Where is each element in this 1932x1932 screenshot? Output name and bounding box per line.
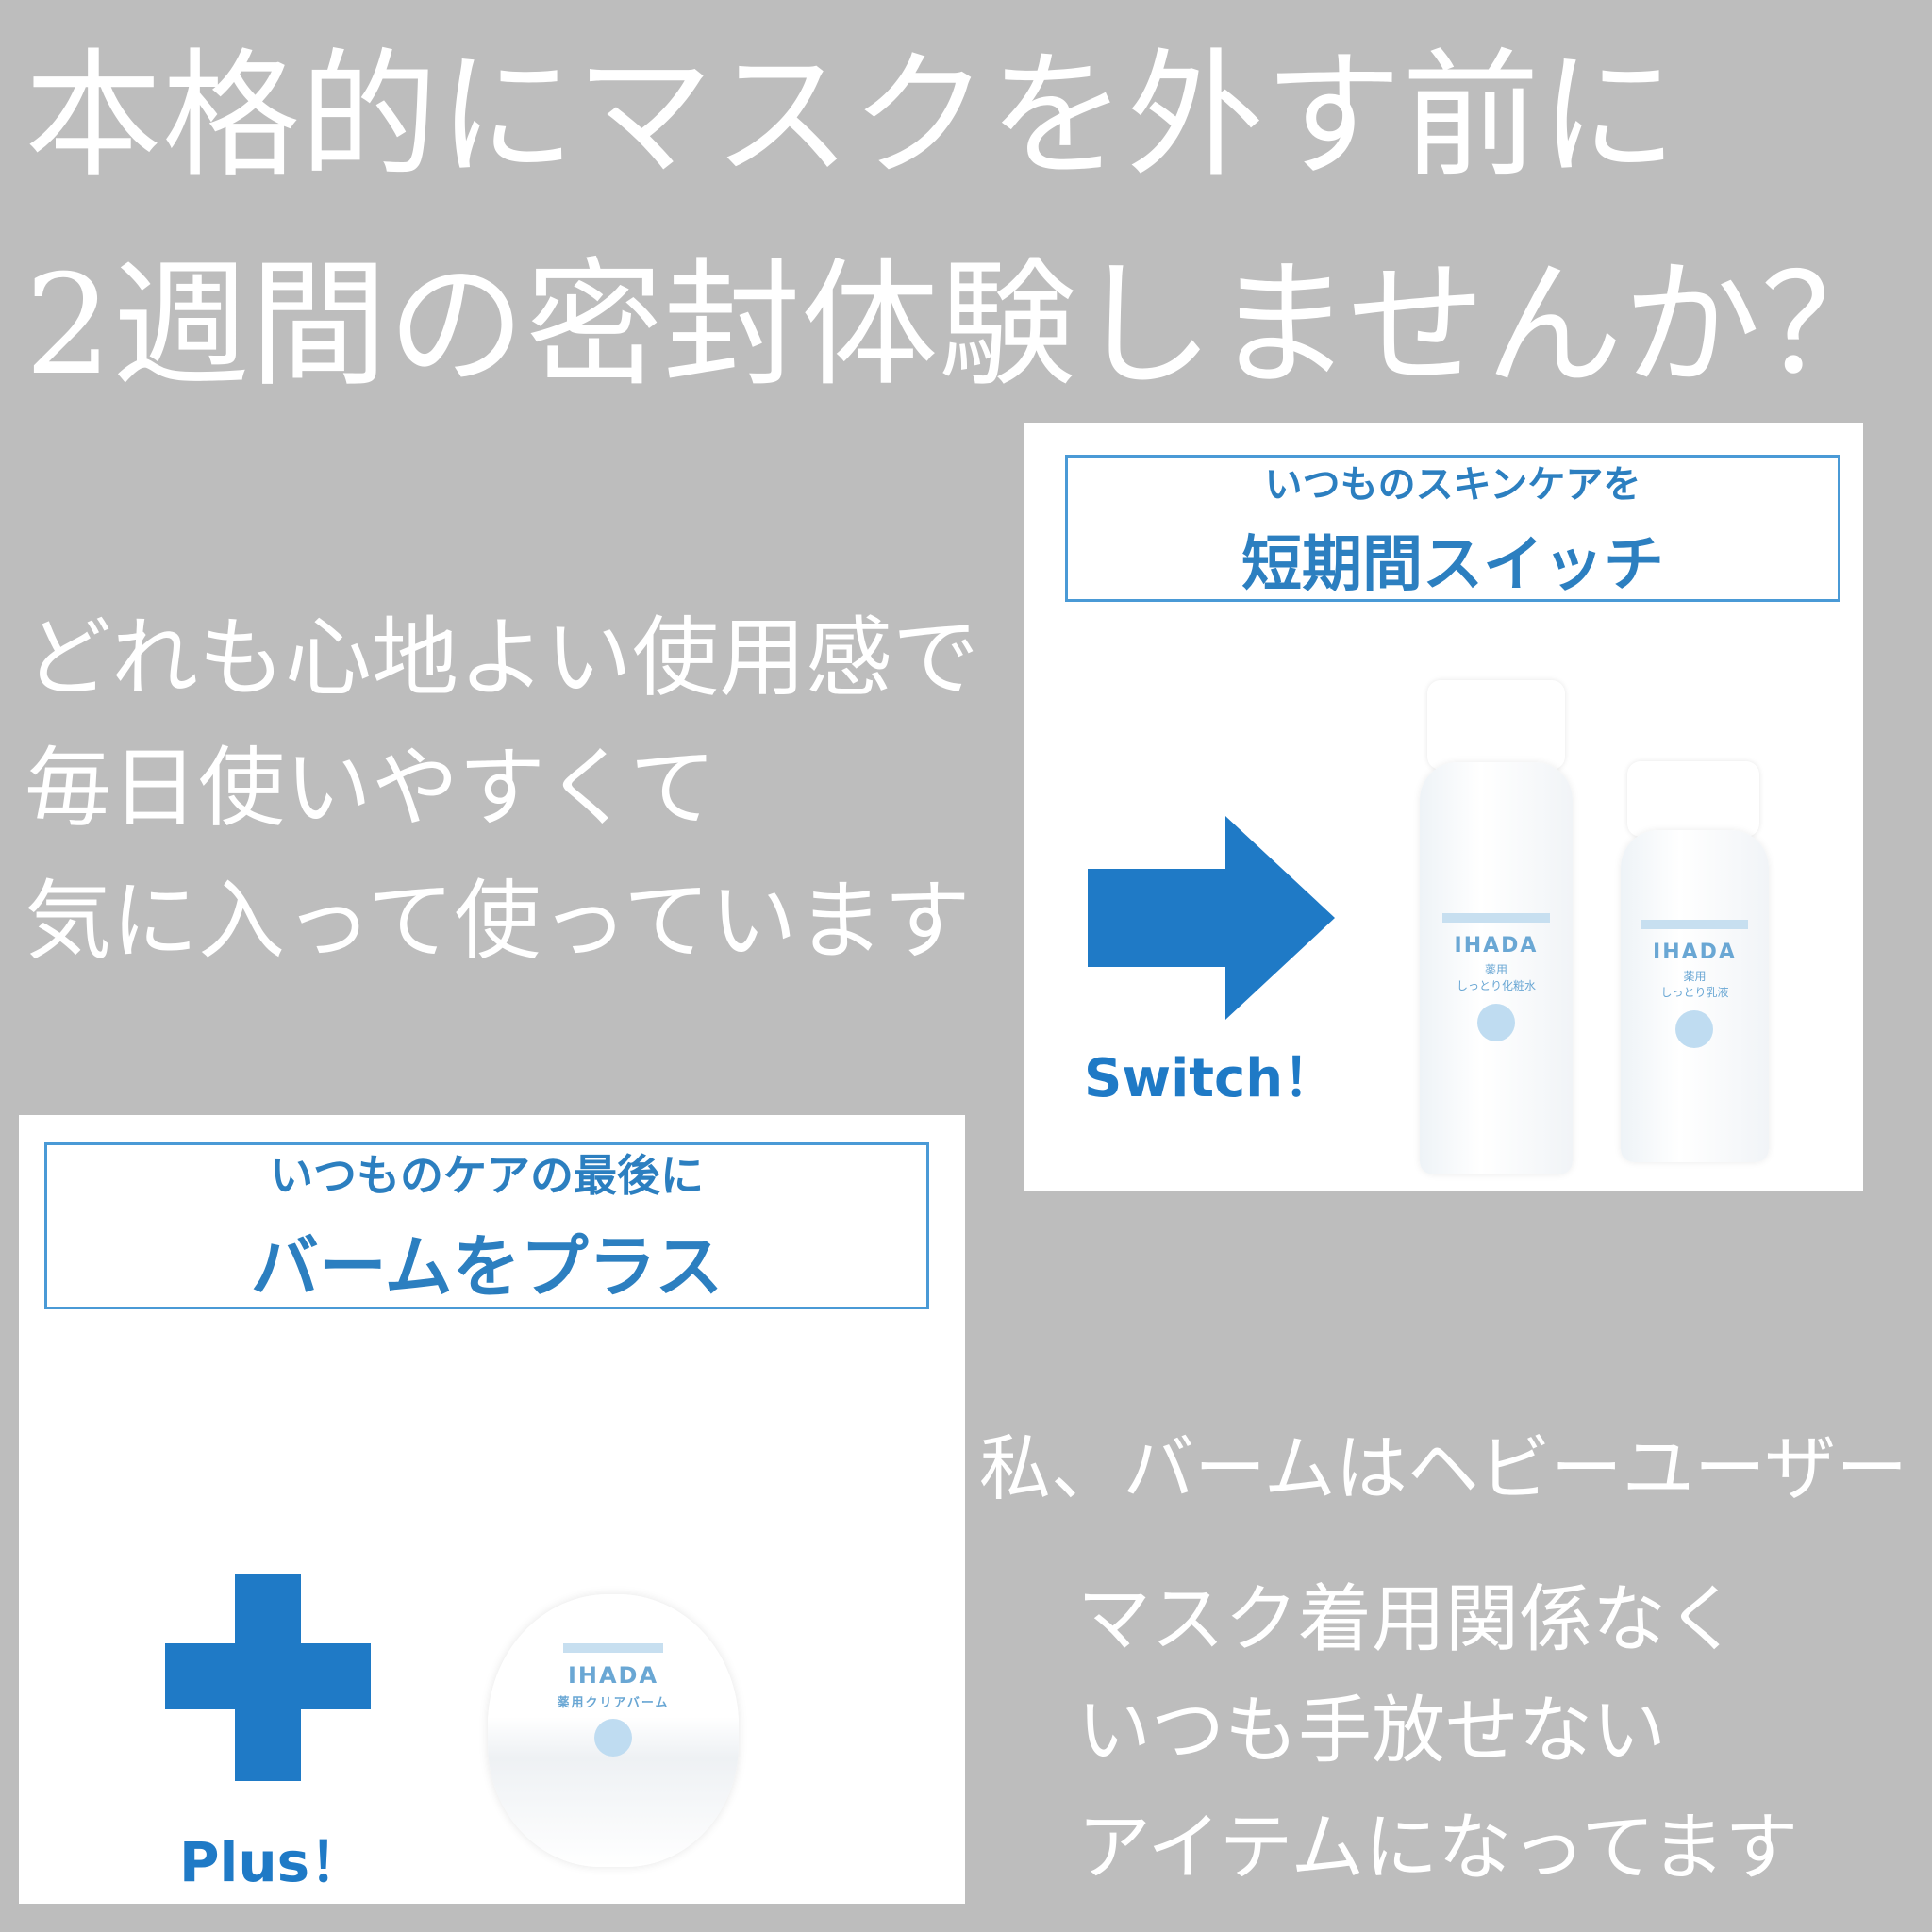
bottle-brand: IHADA bbox=[1653, 941, 1737, 964]
switch-subtitle: いつものスキンケアを bbox=[1264, 463, 1641, 507]
right-text-intro: 私、バームはヘビーユーザー bbox=[979, 1426, 1908, 1510]
right-text-line: いつも手放せない bbox=[1077, 1689, 1667, 1774]
switch-caption: Switch！ bbox=[1084, 1048, 1337, 1109]
lotion-product-name: 薬用 しっとり化粧水 bbox=[1456, 963, 1536, 992]
plus-panel: いつものケアの最後に バームをプラス Plus！ IHADA 薬用クリアバーム bbox=[19, 1115, 965, 1904]
balm-jar: IHADA 薬用クリアバーム bbox=[488, 1594, 739, 1867]
emulsion-product-name: 薬用 しっとり乳液 bbox=[1660, 970, 1729, 999]
left-text-line: 気に入って使っています bbox=[25, 871, 971, 972]
jar-brand: IHADA bbox=[567, 1662, 659, 1689]
arrow-right-icon bbox=[1088, 816, 1335, 1020]
left-text-line: どれも心地よい使用感で bbox=[25, 608, 980, 708]
headline-line-2: 2週間の密封体験しませんか？ bbox=[25, 245, 1899, 406]
plus-title: バームをプラス bbox=[250, 1227, 724, 1307]
right-text-line: アイテムになってます bbox=[1077, 1806, 1799, 1890]
plus-subtitle: いつものケアの最後に bbox=[270, 1150, 704, 1201]
headline-line-1: 本格的にマスクを外す前に bbox=[25, 36, 1677, 196]
right-text-line: マスク着用関係なく bbox=[1077, 1577, 1740, 1662]
plus-heading-box: いつものケアの最後に バームをプラス bbox=[44, 1142, 929, 1309]
bottle-brand: IHADA bbox=[1454, 934, 1539, 958]
switch-panel: いつものスキンケアを 短期間スイッチ Switch！ IHADA 薬用 しっとり… bbox=[1024, 423, 1863, 1191]
left-text-line: 毎日使いやすくて bbox=[25, 738, 717, 839]
switch-heading-box: いつものスキンケアを 短期間スイッチ bbox=[1065, 455, 1840, 602]
switch-title: 短期間スイッチ bbox=[1241, 530, 1664, 600]
jar-product: 薬用クリアバーム bbox=[557, 1696, 670, 1710]
plus-icon bbox=[165, 1574, 371, 1781]
plus-caption: Plus！ bbox=[179, 1830, 365, 1894]
